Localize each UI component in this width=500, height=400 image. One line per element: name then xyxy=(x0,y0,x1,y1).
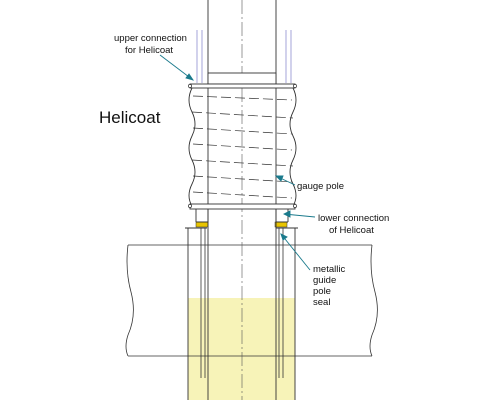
helicoat-title: Helicoat xyxy=(99,108,161,127)
upper-connection-label-1: upper connection xyxy=(114,33,187,44)
gauge-pole xyxy=(207,0,277,400)
upper-flange xyxy=(189,83,296,89)
gauge-pole-label: gauge pole xyxy=(297,181,344,192)
liquid-fill xyxy=(188,298,295,400)
seal-left xyxy=(195,221,209,228)
helicoat-helix xyxy=(191,95,294,199)
guide-label-3: pole xyxy=(313,286,331,297)
support-rods xyxy=(196,30,292,83)
guide-pole-sleeve xyxy=(200,228,284,378)
seal-right xyxy=(274,221,288,228)
helicoat-bellows xyxy=(188,87,297,207)
upper-connection-label-2: for Helicoat xyxy=(125,45,173,56)
guide-collar xyxy=(185,227,298,400)
guide-label-2: guide xyxy=(313,275,336,286)
leader-lines xyxy=(159,54,316,271)
lower-connection-bracket xyxy=(195,209,289,223)
upper-collar xyxy=(207,72,277,85)
upper-bolt-right xyxy=(293,84,297,88)
guide-label-1: metallic xyxy=(313,264,345,275)
lower-connection-label-2: of Helicoat xyxy=(329,225,374,236)
lower-bolt-right xyxy=(293,204,297,208)
lower-bolt-left xyxy=(188,204,192,208)
upper-bolt-left xyxy=(188,84,192,88)
tank-roof xyxy=(125,244,378,357)
guide-label-4: seal xyxy=(313,297,330,308)
lower-flange xyxy=(189,203,296,210)
lower-connection-label-1: lower connection xyxy=(318,213,389,224)
